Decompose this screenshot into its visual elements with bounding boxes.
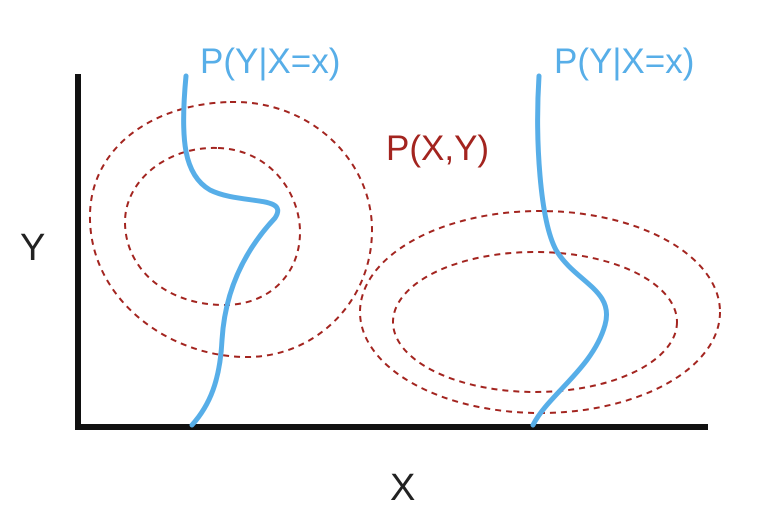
joint-label: P(X,Y) (386, 129, 489, 168)
contour-right-outer (359, 210, 721, 414)
y-axis-label: Y (20, 227, 45, 269)
axes (75, 74, 708, 430)
conditional-curve-right (530, 73, 610, 428)
joint-contours-left (88, 100, 374, 359)
conditional-label-right: P(Y|X=x) (554, 42, 694, 81)
joint-contours-right (359, 210, 721, 414)
x-axis-label: X (390, 467, 415, 509)
conditional-label-left: P(Y|X=x) (200, 42, 340, 81)
conditional-curve-left (181, 73, 281, 428)
contour-left-inner (123, 146, 302, 307)
contour-left-outer (88, 100, 374, 359)
contour-right-inner (392, 251, 678, 393)
conditional-curves (181, 73, 610, 428)
